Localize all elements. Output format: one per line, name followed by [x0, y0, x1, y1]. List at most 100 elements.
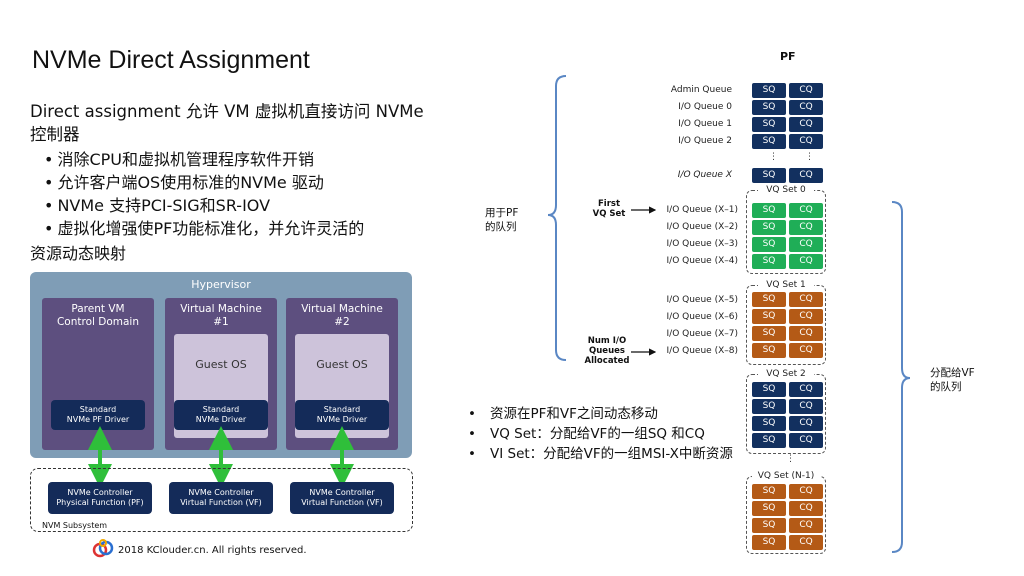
page-title: NVMe Direct Assignment [32, 46, 310, 74]
subsystem-label: NVM Subsystem [42, 521, 108, 530]
hypervisor-box: Hypervisor Parent VM Control Domain Stan… [30, 272, 412, 458]
intro-text: Direct assignment 允许 VM 虚拟机直接访问 NVMe控制器 [30, 102, 424, 144]
cq-cell: CQ [789, 168, 823, 183]
guest-os-label: Guest OS [316, 358, 368, 371]
cq-cell: CQ [789, 117, 823, 132]
vm-title: Virtual Machine #2 [301, 303, 383, 328]
cq-cell: CQ [789, 484, 823, 499]
queue-label: Admin Queue [670, 85, 732, 95]
sq-cell: SQ [752, 518, 786, 533]
cq-cell: CQ [789, 433, 823, 448]
pf-driver: Standard NVMe PF Driver [51, 400, 145, 430]
queue-label: I/O Queue (X–3) [666, 239, 738, 249]
bullet-item: •消除CPU和虚拟机管理程序软件开销 [44, 150, 314, 169]
sq-cell: SQ [752, 309, 786, 324]
vq-set-label: VQ Set 2 [758, 369, 814, 379]
ellipsis-icon: ⋮ [805, 152, 814, 162]
pf-controller: NVMe Controller Physical Function (PF) [48, 482, 152, 514]
bullet-item: •NVMe 支持PCI-SIG和SR-IOV [44, 196, 271, 215]
vm-title: Parent VM Control Domain [56, 303, 140, 328]
cq-cell: CQ [789, 254, 823, 269]
sq-cell: SQ [752, 326, 786, 341]
cq-cell: CQ [789, 416, 823, 431]
cq-cell: CQ [789, 535, 823, 550]
cq-cell: CQ [789, 292, 823, 307]
cq-cell: CQ [789, 518, 823, 533]
cq-cell: CQ [789, 501, 823, 516]
hypervisor-label: Hypervisor [191, 278, 251, 291]
queue-label: I/O Queue (X–5) [666, 295, 738, 305]
bullet-list: •消除CPU和虚拟机管理程序软件开销 •允许客户端OS使用标准的NVMe 驱动 … [44, 148, 444, 240]
vf-controller-1: NVMe Controller Virtual Function (VF) [169, 482, 273, 514]
cq-cell: CQ [789, 100, 823, 115]
copyright-text: 2018 KClouder.cn. All rights reserved. [118, 545, 307, 556]
vm-parent: Parent VM Control Domain Standard NVMe P… [42, 298, 154, 450]
sq-cell: SQ [752, 203, 786, 218]
sq-cell: SQ [752, 168, 786, 183]
first-vq-set-label: First VQ Set [592, 199, 626, 219]
right-bullet-item: •资源在PF和VF之间动态移动 [468, 406, 658, 422]
queue-label: I/O Queue (X–8) [666, 346, 738, 356]
queue-label: I/O Queue (X–1) [666, 205, 738, 215]
pf-queue-side-label: 用于PF 的队列 [485, 207, 519, 233]
vf-queue-side-label: 分配给VF 的队列 [930, 367, 975, 393]
cq-cell: CQ [789, 83, 823, 98]
sq-cell: SQ [752, 399, 786, 414]
sq-cell: SQ [752, 117, 786, 132]
right-bullet-item: •VI Set：分配给VF的一组MSI-X中断资源 [468, 446, 733, 462]
queue-label: I/O Queue 2 [678, 136, 732, 146]
queue-label: I/O Queue (X–2) [666, 222, 738, 232]
queue-label: I/O Queue X [677, 170, 732, 180]
nvm-subsystem-box [30, 468, 413, 532]
vq-set-label: VQ Set 1 [758, 280, 814, 290]
vm-title: Virtual Machine #1 [180, 303, 262, 328]
cq-cell: CQ [789, 134, 823, 149]
queue-label: I/O Queue (X–4) [666, 256, 738, 266]
sq-cell: SQ [752, 254, 786, 269]
bullet-continuation: 资源动态映射 [30, 244, 127, 263]
sq-cell: SQ [752, 343, 786, 358]
guest-os-label: Guest OS [195, 358, 247, 371]
queue-label: I/O Queue (X–7) [666, 329, 738, 339]
queue-label: I/O Queue 1 [678, 119, 732, 129]
pf-header: PF [780, 50, 796, 63]
sq-cell: SQ [752, 433, 786, 448]
vq-set-label: VQ Set 0 [758, 185, 814, 195]
right-bullet-list: •资源在PF和VF之间动态移动 •VQ Set：分配给VF的一组SQ 和CQ •… [468, 404, 738, 464]
sq-cell: SQ [752, 83, 786, 98]
cq-cell: CQ [789, 382, 823, 397]
right-bullet-item: •VQ Set：分配给VF的一组SQ 和CQ [468, 426, 705, 442]
vf-controller-2: NVMe Controller Virtual Function (VF) [290, 482, 394, 514]
vq-set-label: VQ Set (N-1) [752, 471, 820, 481]
queue-label: I/O Queue 0 [678, 102, 732, 112]
vm-2: Virtual Machine #2 Guest OS Standard NVM… [286, 298, 398, 450]
cq-cell: CQ [789, 309, 823, 324]
bullet-item: •虚拟化增强使PF功能标准化，并允许灵活的 [44, 219, 365, 238]
cq-cell: CQ [789, 343, 823, 358]
sq-cell: SQ [752, 501, 786, 516]
cq-cell: CQ [789, 237, 823, 252]
ellipsis-icon: ⋮ [769, 152, 778, 162]
sq-cell: SQ [752, 237, 786, 252]
sq-cell: SQ [752, 484, 786, 499]
bullet-item: •允许客户端OS使用标准的NVMe 驱动 [44, 173, 324, 192]
cq-cell: CQ [789, 203, 823, 218]
num-io-queues-label: Num I/O Queues Allocated [584, 336, 630, 366]
vm-1: Virtual Machine #1 Guest OS Standard NVM… [165, 298, 277, 450]
queue-label: I/O Queue (X–6) [666, 312, 738, 322]
ellipsis-icon: ⋮ [786, 454, 795, 464]
vf-bracket [891, 201, 911, 553]
pf-bracket [547, 75, 567, 361]
sq-cell: SQ [752, 220, 786, 235]
sq-cell: SQ [752, 292, 786, 307]
sq-cell: SQ [752, 382, 786, 397]
sq-cell: SQ [752, 416, 786, 431]
sq-cell: SQ [752, 100, 786, 115]
cq-cell: CQ [789, 399, 823, 414]
cq-cell: CQ [789, 220, 823, 235]
sq-cell: SQ [752, 134, 786, 149]
kclouder-logo-icon [92, 539, 114, 558]
cq-cell: CQ [789, 326, 823, 341]
vm-driver: Standard NVMe Driver [174, 400, 268, 430]
